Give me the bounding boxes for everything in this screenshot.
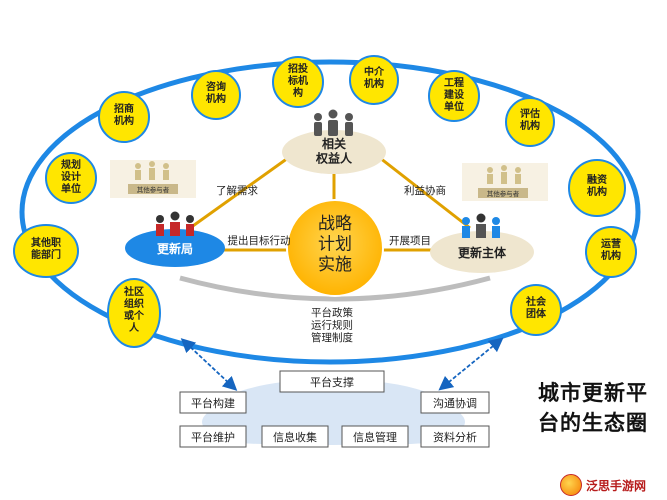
node-planning-unit-label: 规划设计单位 xyxy=(61,158,81,195)
node-operating-agency: 运营机构 xyxy=(585,226,637,278)
left-arrow xyxy=(180,338,238,391)
box-maintain-label: 平台维护 xyxy=(191,430,235,444)
right-participants-icon xyxy=(487,165,521,184)
core-renewal-entity-label: 更新主体 xyxy=(458,245,507,260)
platform-policy-text: 平台政策运行规则管理制度 xyxy=(311,306,353,344)
node-community-orgs-label: 社区组织或个人 xyxy=(123,285,145,334)
relation-understand-needs: 了解需求 xyxy=(216,184,258,197)
box-build: 平台构建 xyxy=(179,391,247,414)
right-participants-label: 其他参与者 xyxy=(487,189,520,198)
core-stakeholders-node: 相关权益人 xyxy=(282,109,386,174)
node-planning-unit: 规划设计单位 xyxy=(45,152,97,204)
box-info-manage-label: 信息管理 xyxy=(353,430,397,444)
left-participants-icon xyxy=(135,161,169,180)
node-financing-agency: 融资机构 xyxy=(568,159,626,217)
node-other-departments-label: 其他职能部门 xyxy=(31,236,61,261)
left-participants-picture: 其他参与者 xyxy=(110,160,196,198)
node-construction-unit: 工程建设单位 xyxy=(428,70,480,122)
node-bidding-agency-label: 招投标机构 xyxy=(287,62,308,99)
node-bidding-agency: 招投标机构 xyxy=(272,56,324,108)
node-intermediary-agency: 中介机构 xyxy=(349,55,399,105)
left-participants-label: 其他参与者 xyxy=(137,185,170,194)
box-communicate-label: 沟通协调 xyxy=(433,396,477,410)
box-support-label: 平台支撑 xyxy=(310,375,354,389)
core-strategy-label: 战略计划实施 xyxy=(318,214,352,275)
core-renewal-bureau: 更新局 xyxy=(125,211,225,267)
node-other-departments: 其他职能部门 xyxy=(13,224,79,278)
node-evaluation-agency: 评估机构 xyxy=(505,97,555,147)
box-communicate: 沟通协调 xyxy=(420,391,490,414)
people-icon xyxy=(314,109,353,136)
node-evaluation-agency-label: 评估机构 xyxy=(520,107,540,132)
box-info-manage: 信息管理 xyxy=(341,425,409,448)
core-renewal-bureau-label: 更新局 xyxy=(157,241,193,256)
node-operating-agency-label: 运营机构 xyxy=(601,237,621,262)
officials-icon xyxy=(156,211,194,236)
node-consulting-agency: 咨询机构 xyxy=(191,70,241,120)
entity-people-icon xyxy=(462,213,500,238)
node-intermediary-agency-label: 中介机构 xyxy=(364,65,385,90)
node-investment-agency: 招商机构 xyxy=(98,91,150,143)
relation-propose-goals: 提出目标行动 xyxy=(228,234,291,247)
right-participants-picture: 其他参与者 xyxy=(462,163,548,201)
node-construction-unit-label: 工程建设单位 xyxy=(443,76,464,113)
core-strategy: 战略计划实施 xyxy=(286,199,384,297)
watermark: 泛思手游网 xyxy=(560,474,664,496)
box-build-label: 平台构建 xyxy=(191,396,235,410)
box-maintain: 平台维护 xyxy=(179,425,247,448)
watermark-text: 泛思手游网 xyxy=(586,478,647,493)
box-data-analysis: 资料分析 xyxy=(420,425,490,448)
box-data-analysis-label: 资料分析 xyxy=(433,430,477,444)
base-arc xyxy=(179,275,491,302)
relation-launch-projects: 开展项目 xyxy=(389,235,431,247)
box-support: 平台支撑 xyxy=(279,370,385,393)
platform-boxes: 平台支撑 平台构建 沟通协调 平台维护 信息收集 信息管理 资料分析 xyxy=(179,370,490,448)
ecosystem-ring xyxy=(19,59,641,365)
core-stakeholders-label: 相关权益人 xyxy=(315,136,353,165)
relation-coordinate-interests: 利益协商 xyxy=(404,184,446,197)
node-financing-agency-label: 融资机构 xyxy=(587,173,607,198)
node-social-group-label: 社会团体 xyxy=(525,295,547,320)
node-social-group: 社会团体 xyxy=(510,284,562,336)
box-info-collect-label: 信息收集 xyxy=(273,430,317,444)
node-community-orgs: 社区组织或个人 xyxy=(107,278,161,348)
watermark-logo-icon xyxy=(560,474,582,496)
node-investment-agency-label: 招商机构 xyxy=(114,102,134,127)
diagram-title: 城市更新平 台的生态圈 xyxy=(528,378,658,438)
stakeholder-nodes: 规划设计单位 招商机构 咨询机构 招投标机构 中介机构 工程建设单位 评估机构 xyxy=(13,55,637,348)
diagram-title-text: 城市更新平 台的生态圈 xyxy=(538,381,648,435)
node-consulting-agency-label: 咨询机构 xyxy=(206,80,226,105)
box-info-collect: 信息收集 xyxy=(261,425,329,448)
core-renewal-entity: 更新主体 xyxy=(430,213,534,273)
